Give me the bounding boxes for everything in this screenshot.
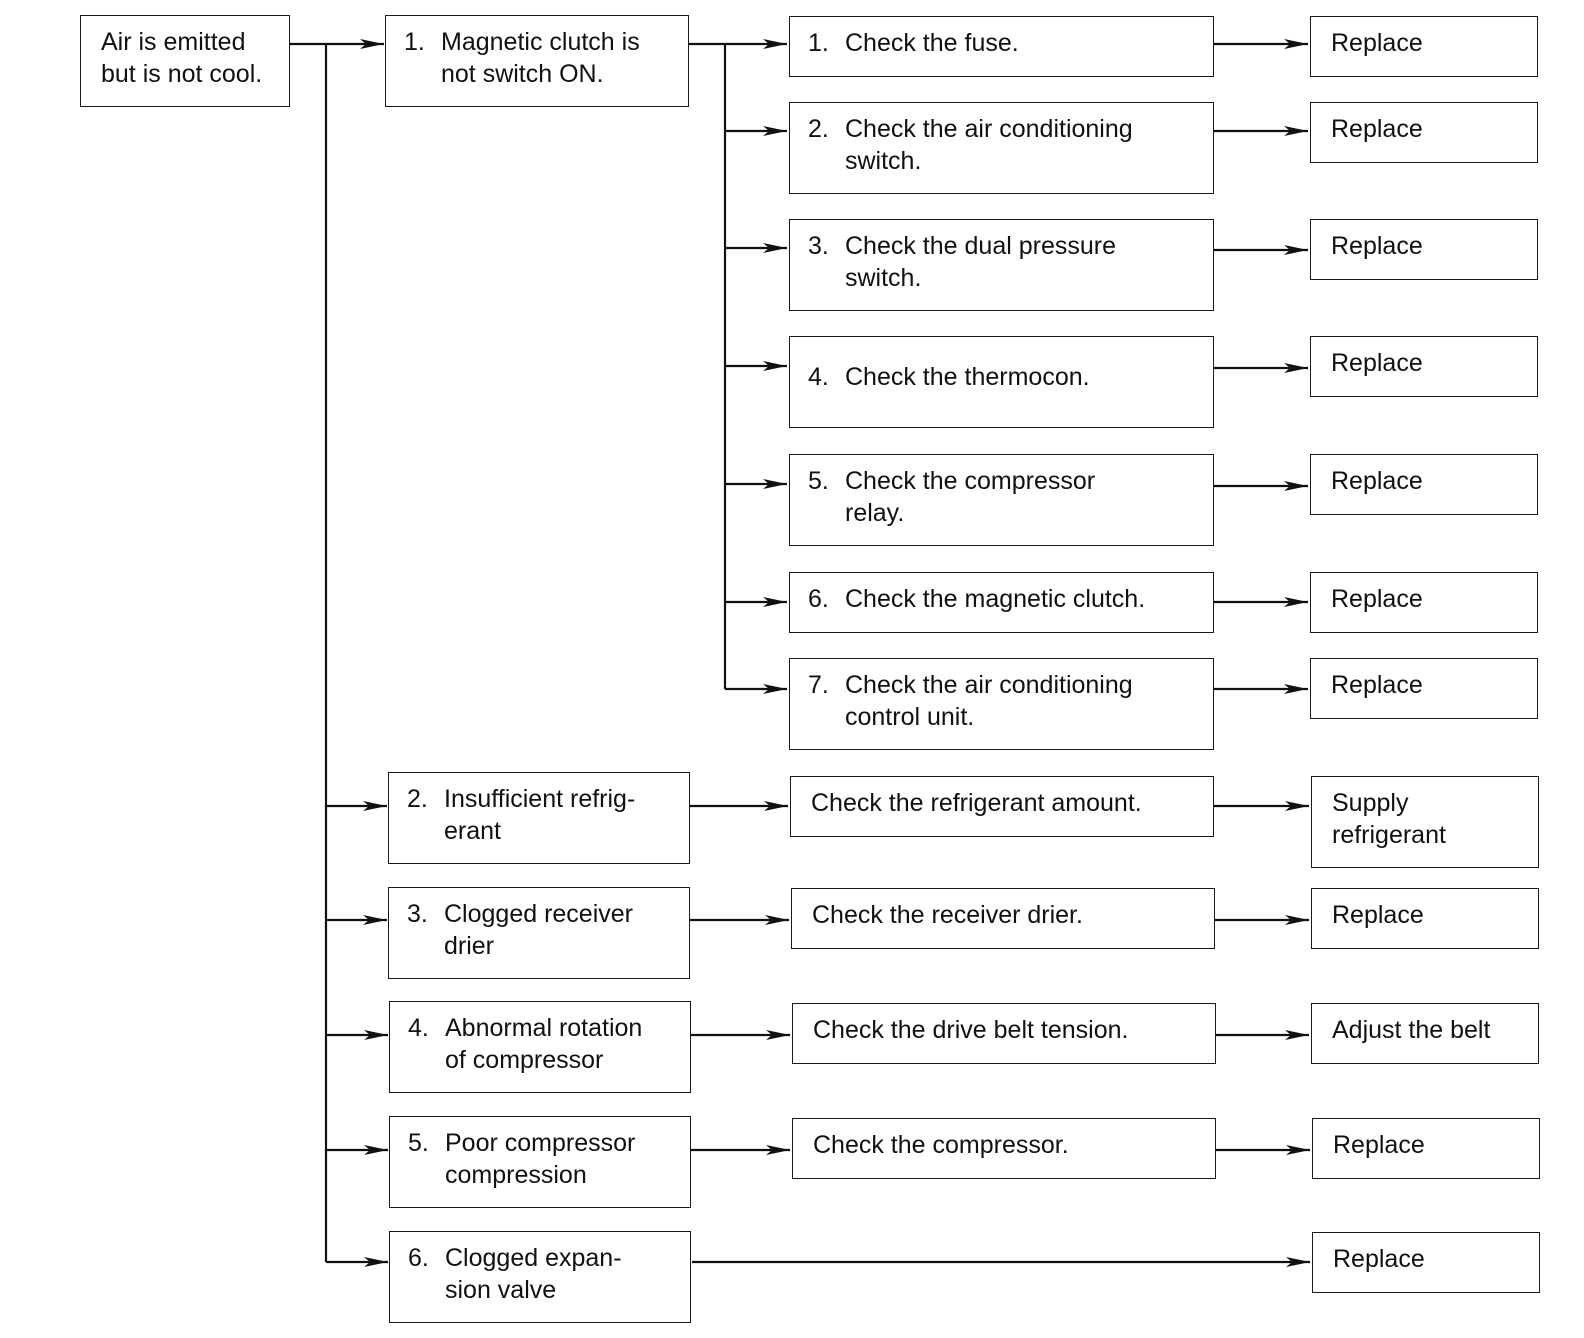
action-box-replace: Replace [1310, 336, 1538, 397]
root-line-2: but is not cool. [101, 60, 263, 88]
action-text: Replace [1332, 901, 1424, 929]
check-line-2: control unit. [845, 703, 975, 731]
action-text: Replace [1333, 1245, 1425, 1273]
cause-line-1: Clogged expan- [445, 1244, 622, 1272]
action-box-supply-refrigerant: Supply refrigerant [1311, 776, 1539, 868]
check-line-2: switch. [845, 147, 922, 175]
root-line-1: Air is emitted [101, 28, 246, 56]
check-box-compressor-relay: 5. Check the compressor relay. [789, 454, 1214, 546]
check-line-2: relay. [845, 499, 905, 527]
action-line-1: Supply [1332, 789, 1409, 817]
check-line-1: Check the air conditioning [845, 671, 1133, 699]
check-line-1: Check the air conditioning [845, 115, 1133, 143]
check-box-receiver-drier: Check the receiver drier. [791, 888, 1215, 949]
cause-line-2: erant [444, 817, 501, 845]
action-box-replace: Replace [1310, 572, 1538, 633]
cause-number: 6. [408, 1244, 429, 1272]
cause-line-1: Poor compressor [445, 1129, 636, 1157]
cause-line-2: of compressor [445, 1046, 604, 1074]
cause-box-6: 6. Clogged expan- sion valve [389, 1231, 691, 1323]
action-box-replace: Replace [1310, 454, 1538, 515]
check-text: Check the refrigerant amount. [811, 789, 1142, 817]
cause-line-1: Magnetic clutch is [441, 28, 640, 56]
action-text: Replace [1331, 232, 1423, 260]
check-line-1: Check the dual pressure [845, 232, 1116, 260]
check-number: 2. [808, 115, 829, 143]
cause-box-2: 2. Insufficient refrig- erant [388, 772, 690, 864]
check-line-1: Check the thermocon. [845, 363, 1090, 391]
cause-box-3: 3. Clogged receiver drier [388, 887, 690, 979]
check-box-ac-control-unit: 7. Check the air conditioning control un… [789, 658, 1214, 750]
check-box-ac-switch: 2. Check the air conditioning switch. [789, 102, 1214, 194]
check-box-compressor: Check the compressor. [792, 1118, 1216, 1179]
check-line-1: Check the fuse. [845, 29, 1019, 57]
check-box-drive-belt-tension: Check the drive belt tension. [792, 1003, 1216, 1064]
check-number: 3. [808, 232, 829, 260]
action-box-replace: Replace [1312, 1232, 1540, 1293]
cause-line-2: compression [445, 1161, 587, 1189]
cause-line-1: Insufficient refrig- [444, 785, 636, 813]
cause-line-2: not switch ON. [441, 60, 604, 88]
cause-number: 2. [407, 785, 428, 813]
action-text: Replace [1331, 585, 1423, 613]
check-number: 4. [808, 363, 829, 391]
check-box-thermocon: 4. Check the thermocon. [789, 336, 1214, 428]
cause-box-5: 5. Poor compressor compression [389, 1116, 691, 1208]
action-box-replace: Replace [1310, 102, 1538, 163]
check-line-1: Check the magnetic clutch. [845, 585, 1146, 613]
check-line-1: Check the compressor [845, 467, 1096, 495]
action-text: Replace [1333, 1131, 1425, 1159]
check-number: 5. [808, 467, 829, 495]
action-box-adjust-belt: Adjust the belt [1311, 1003, 1539, 1064]
action-text: Adjust the belt [1332, 1016, 1491, 1044]
cause-number: 4. [408, 1014, 429, 1042]
action-box-replace: Replace [1312, 1118, 1540, 1179]
check-text: Check the compressor. [813, 1131, 1069, 1159]
check-line-2: switch. [845, 264, 922, 292]
check-number: 6. [808, 585, 829, 613]
action-text: Replace [1331, 671, 1423, 699]
check-box-refrigerant-amount: Check the refrigerant amount. [790, 776, 1214, 837]
cause-box-4: 4. Abnormal rotation of compressor [389, 1001, 691, 1093]
check-number: 1. [808, 29, 829, 57]
action-text: Replace [1331, 115, 1423, 143]
action-box-replace: Replace [1310, 658, 1538, 719]
check-text: Check the receiver drier. [812, 901, 1083, 929]
check-box-dual-pressure-switch: 3. Check the dual pressure switch. [789, 219, 1214, 311]
check-box-magnetic-clutch: 6. Check the magnetic clutch. [789, 572, 1214, 633]
cause-line-2: sion valve [445, 1276, 557, 1304]
action-box-replace: Replace [1310, 16, 1538, 77]
cause-number: 1. [404, 28, 425, 56]
root-symptom-box: Air is emitted but is not cool. [80, 15, 290, 107]
cause-line-1: Clogged receiver [444, 900, 633, 928]
cause-number: 5. [408, 1129, 429, 1157]
check-number: 7. [808, 671, 829, 699]
cause-line-2: drier [444, 932, 495, 960]
check-text: Check the drive belt tension. [813, 1016, 1129, 1044]
action-text: Replace [1331, 29, 1423, 57]
action-line-2: refrigerant [1332, 821, 1446, 849]
cause-line-1: Abnormal rotation [445, 1014, 643, 1042]
cause-number: 3. [407, 900, 428, 928]
action-text: Replace [1331, 467, 1423, 495]
action-box-replace: Replace [1310, 219, 1538, 280]
check-box-fuse: 1. Check the fuse. [789, 16, 1214, 77]
action-box-replace: Replace [1311, 888, 1539, 949]
cause-box-1: 1. Magnetic clutch is not switch ON. [385, 15, 689, 107]
action-text: Replace [1331, 349, 1423, 377]
